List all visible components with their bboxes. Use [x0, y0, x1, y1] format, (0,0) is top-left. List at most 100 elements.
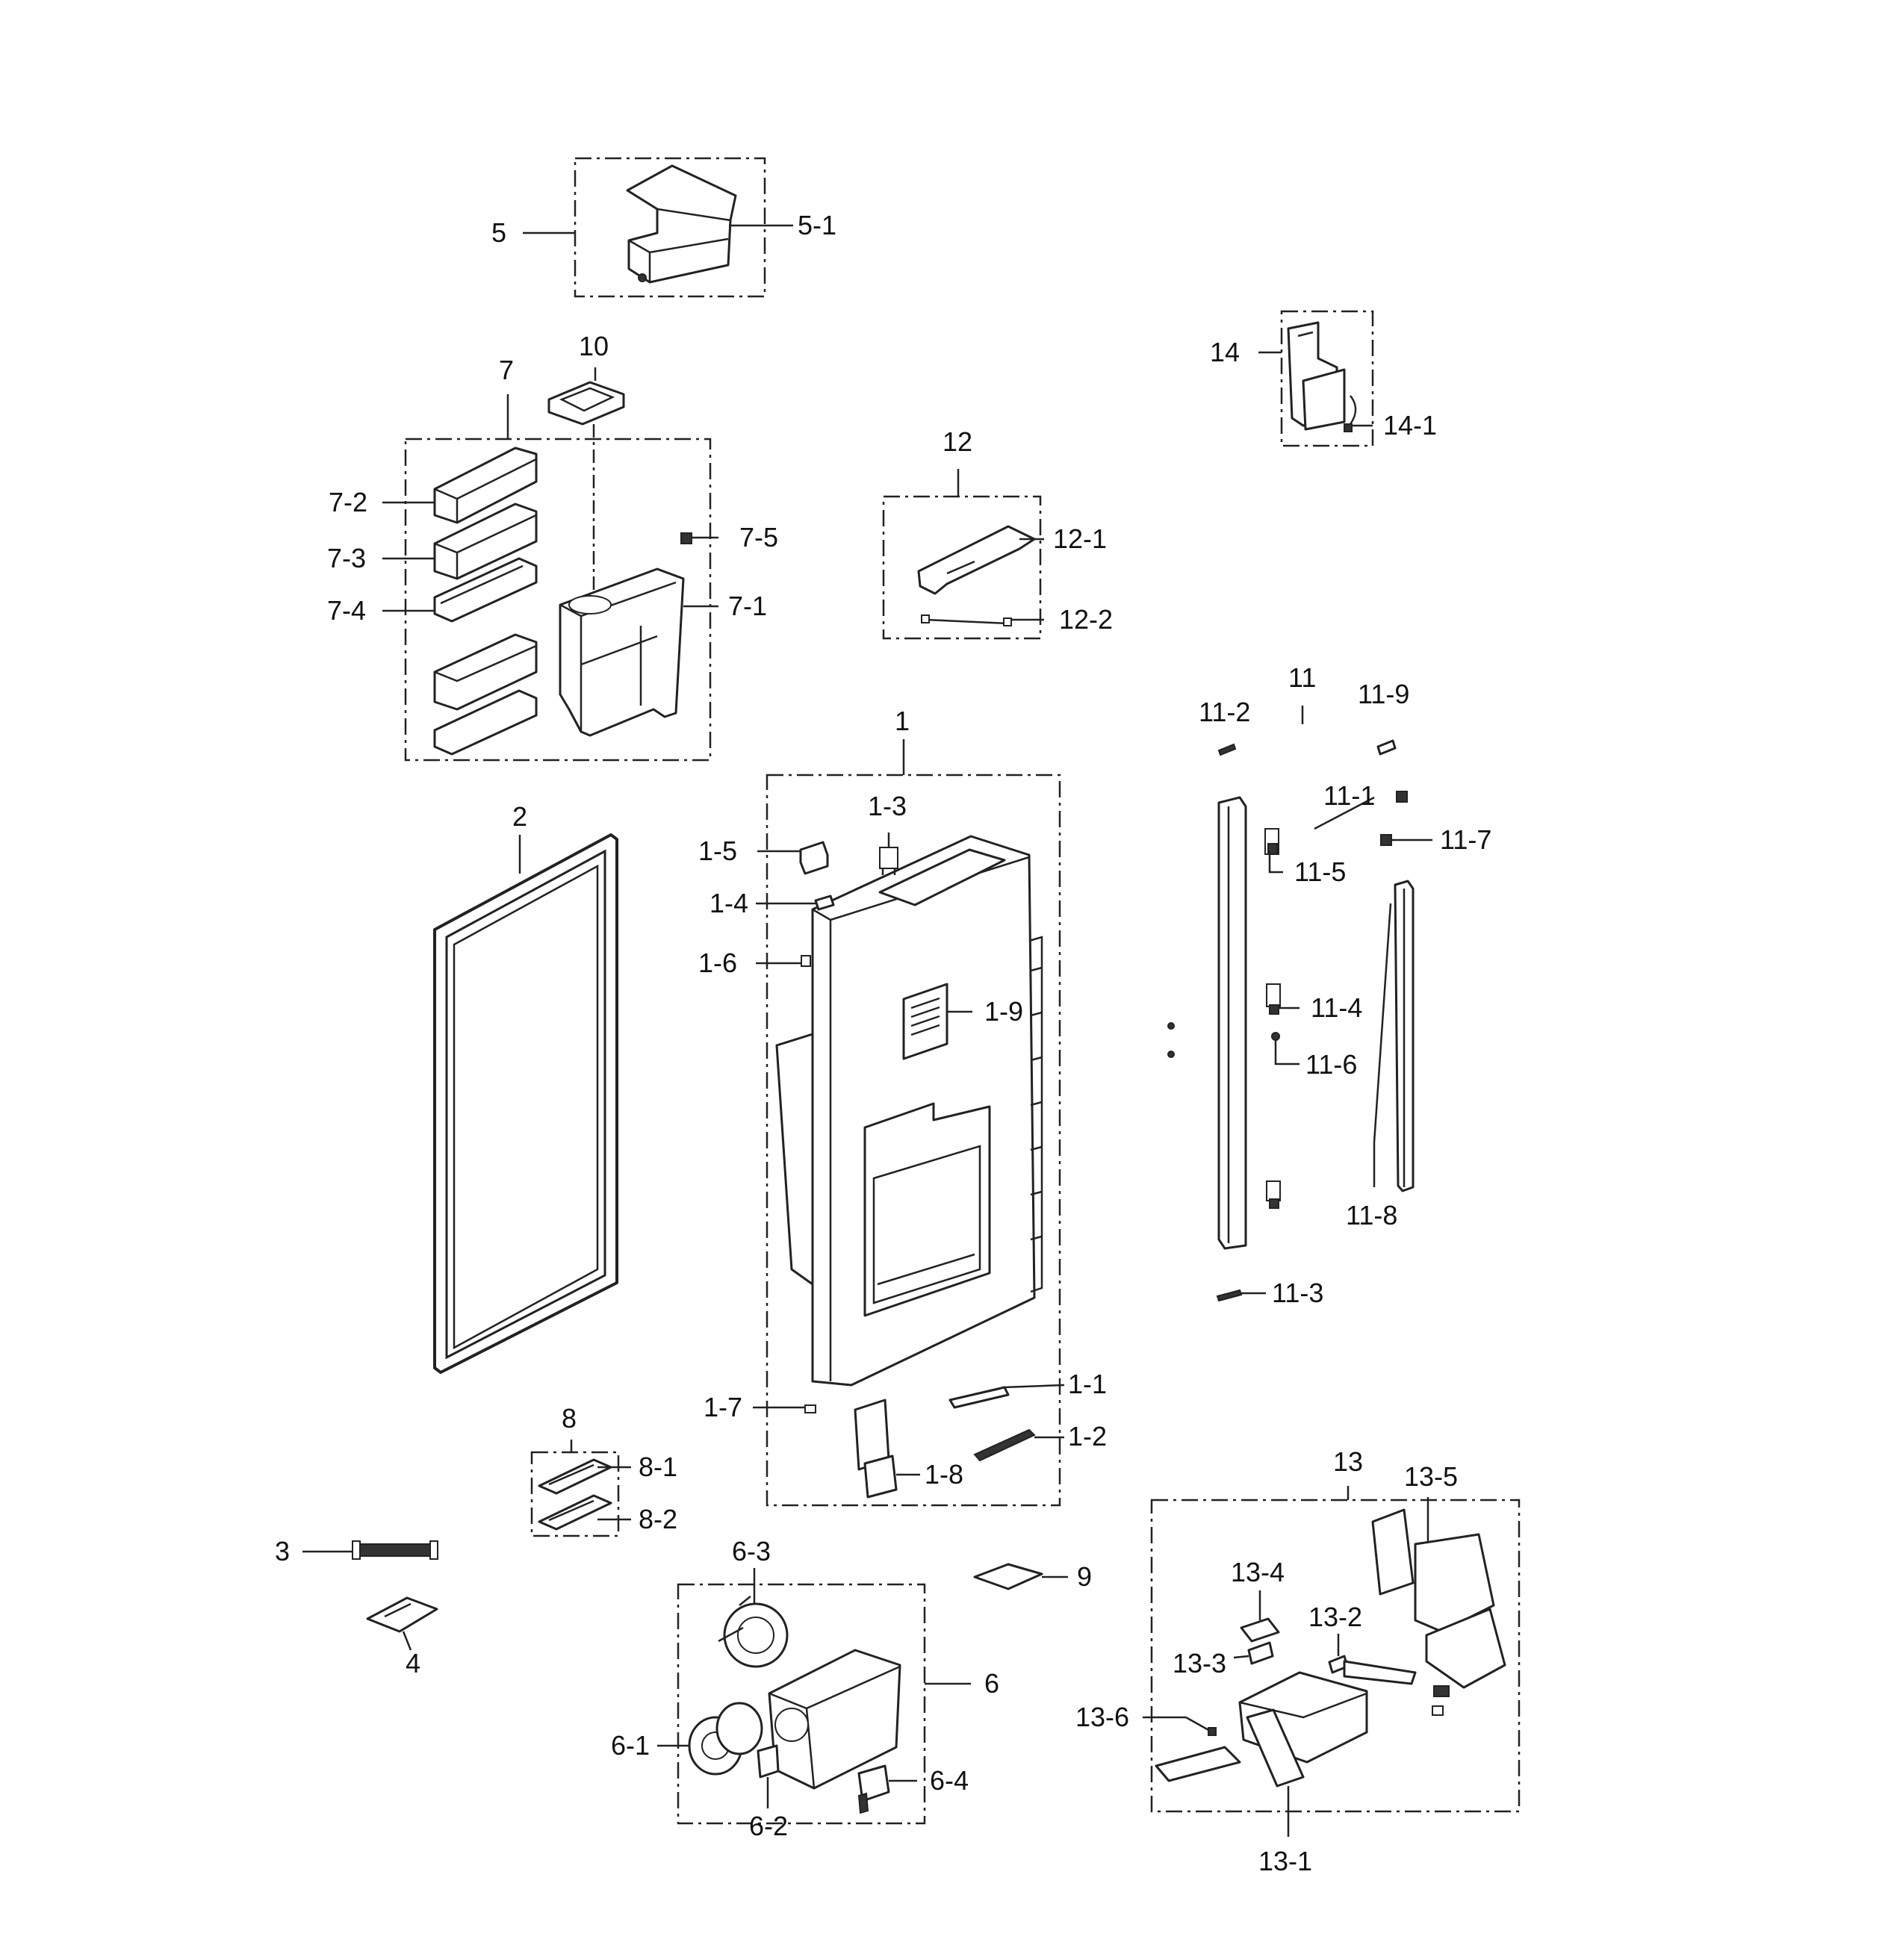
part-6-2-switch: [757, 1744, 780, 1779]
callout-9: 9: [1077, 1561, 1092, 1592]
callout-1: 1: [895, 706, 910, 736]
part-11-9-block: [1376, 739, 1397, 756]
callout-4: 4: [406, 1648, 420, 1679]
part-11-5-bracket: [1264, 828, 1279, 855]
callout-1-2: 1-2: [1068, 1421, 1107, 1452]
part-13-small-parts: [1432, 1685, 1450, 1716]
callout-6-1: 6-1: [611, 1730, 650, 1761]
callout-1-3: 1-3: [868, 791, 907, 821]
group-box-7: [404, 438, 712, 762]
part-1-7-screw: [804, 1404, 816, 1413]
callout-7-5: 7-5: [739, 522, 778, 553]
part-13-5-panel: [1371, 1508, 1506, 1689]
part-11-8-wire: [1373, 903, 1392, 1143]
part-13-3-clip: [1247, 1641, 1274, 1665]
callout-7-1: 7-1: [728, 591, 767, 621]
part-13-4-sensor: [1240, 1617, 1280, 1643]
part-6-4-valve: [857, 1764, 890, 1814]
part-8-2-pad: [538, 1494, 612, 1531]
callout-13: 13: [1333, 1446, 1363, 1477]
callout-11-5: 11-5: [1294, 856, 1346, 887]
part-11-gasket-strip: [1394, 880, 1415, 1192]
group-box-6: [677, 1583, 926, 1825]
callout-1-1: 1-1: [1068, 1369, 1107, 1399]
callout-13-5: 13-5: [1404, 1461, 1458, 1492]
part-11-hinge-rail: [1217, 796, 1247, 1250]
part-11-lower-bracket: [1266, 1180, 1281, 1209]
callout-13-2: 13-2: [1308, 1602, 1362, 1632]
group-box-5: [574, 157, 766, 298]
callout-7-2: 7-2: [329, 487, 367, 517]
callout-1-7: 1-7: [704, 1392, 742, 1422]
part-4-plate: [366, 1596, 438, 1633]
callout-11-7: 11-7: [1440, 824, 1491, 855]
callout-1-8: 1-8: [925, 1459, 963, 1490]
callout-11-1: 11-1: [1323, 780, 1375, 811]
callout-11-2: 11-2: [1199, 697, 1250, 727]
part-13-6-wire: [1185, 1716, 1217, 1736]
part-11-7-nut: [1380, 834, 1392, 846]
part-2-gasket: [433, 833, 618, 1374]
part-11-3-pin: [1216, 1289, 1243, 1302]
callout-11-3: 11-3: [1272, 1278, 1323, 1308]
callout-6-4: 6-4: [930, 1765, 969, 1796]
group-box-8: [530, 1451, 620, 1537]
part-7-bin-lower: [433, 633, 538, 756]
part-5-1-door-bin: [626, 164, 737, 284]
callout-11-6: 11-6: [1305, 1049, 1357, 1080]
group-box-13: [1150, 1499, 1521, 1813]
callout-3: 3: [275, 1536, 290, 1567]
callout-8-2: 8-2: [639, 1504, 677, 1534]
part-1-6-holder: [801, 955, 811, 967]
callout-14-1: 14-1: [1383, 410, 1437, 441]
callout-13-4: 13-4: [1231, 1557, 1285, 1587]
part-12-2-wire: [921, 615, 1012, 626]
part-1-4-pad: [814, 895, 835, 911]
part-1-3-switch: [879, 847, 898, 875]
part-12-1-cover: [917, 525, 1036, 595]
leader-lines: [302, 224, 1432, 1837]
callout-13-6: 13-6: [1075, 1702, 1129, 1732]
callout-12-2: 12-2: [1059, 604, 1113, 635]
group-box-14: [1280, 310, 1374, 447]
part-11-2-pin: [1217, 743, 1237, 756]
callout-6: 6: [984, 1668, 999, 1699]
part-6-housing: [768, 1649, 901, 1790]
callout-5-1: 5-1: [798, 210, 836, 240]
part-1-2-spring: [973, 1428, 1036, 1462]
part-7-4-bin: [433, 557, 538, 623]
part-7-5-clip: [680, 532, 692, 544]
part-1-5-cap: [799, 841, 829, 875]
callout-6-2: 6-2: [749, 1811, 788, 1841]
group-box-1: [766, 774, 1061, 1507]
callout-1-5: 1-5: [698, 836, 737, 866]
callout-11-9: 11-9: [1358, 679, 1409, 709]
part-11-rivet-upper: [1167, 1022, 1175, 1030]
callout-13-3: 13-3: [1173, 1648, 1226, 1679]
part-7-2-bin: [433, 447, 538, 524]
part-6-1-motor: [688, 1702, 763, 1776]
callout-10: 10: [579, 331, 609, 361]
callout-8-1: 8-1: [639, 1452, 677, 1482]
part-3-hinge-pin: [352, 1540, 438, 1560]
part-10-cap: [547, 381, 625, 426]
callout-1-9: 1-9: [984, 996, 1023, 1027]
callout-7-3: 7-3: [327, 543, 366, 573]
part-1-9-panel: [902, 983, 948, 1060]
callout-labels: 1 1-1 1-2 1-3 1-4 1-5 1-6 1-7 1-8 1-9 2 …: [275, 210, 1491, 1876]
callout-5: 5: [491, 217, 506, 248]
callout-7: 7: [499, 355, 514, 385]
part-11-1-nut: [1396, 791, 1408, 803]
part-13-1-chute: [1246, 1708, 1305, 1788]
callout-8: 8: [562, 1403, 577, 1434]
part-14-module: [1287, 321, 1357, 432]
part-1-1-strip: [948, 1386, 1010, 1409]
callout-13-1: 13-1: [1258, 1846, 1312, 1876]
part-6-3-motor: [718, 1596, 789, 1668]
callout-14: 14: [1210, 337, 1240, 367]
part-11-6-screw: [1271, 1032, 1280, 1041]
callout-11: 11: [1288, 662, 1316, 693]
callout-2: 2: [512, 801, 527, 832]
